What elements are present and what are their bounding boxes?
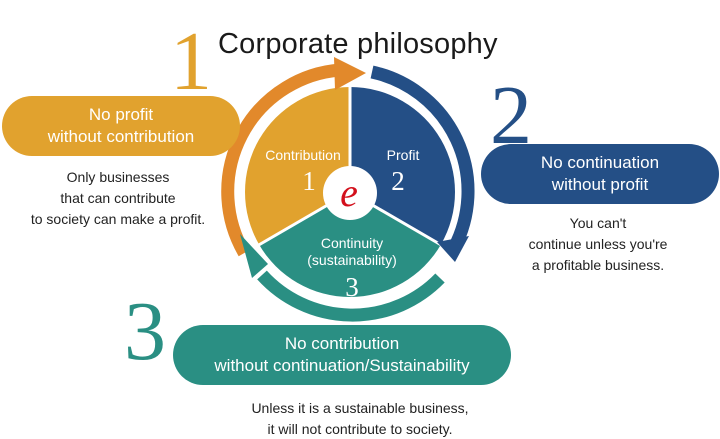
company-logo-icon: e <box>340 170 358 215</box>
segment-contribution <box>245 87 350 245</box>
logo-circle <box>323 166 377 220</box>
principle-2-heading-line2: without profit <box>551 175 649 194</box>
principle-2-description: You can't continue unless you're a profi… <box>480 213 716 276</box>
principle-1-desc-line3: to society can make a profit. <box>30 211 206 227</box>
principle-2-desc-line1: You can't <box>569 215 627 231</box>
arrow-contribution-to-profit <box>221 63 341 257</box>
principle-3-desc-line1: Unless it is a sustainable business, <box>251 400 469 416</box>
segment-label-sustainability: (sustainability) <box>307 252 396 268</box>
principle-2-desc-line2: continue unless you're <box>528 236 668 252</box>
arrowhead-teal-icon <box>240 234 268 278</box>
principle-pill-3: No contribution without continuation/Sus… <box>173 325 511 385</box>
segment-number-2: 2 <box>391 166 405 196</box>
principle-1-heading-line1: No profit <box>88 105 154 124</box>
arrow-continuity-to-contribution <box>257 270 445 322</box>
segment-profit <box>350 87 455 245</box>
principle-1-heading-line2: without contribution <box>47 127 195 146</box>
arrowhead-blue-icon <box>437 236 469 262</box>
principle-3-description: Unless it is a sustainable business, it … <box>200 398 520 439</box>
segment-label-continuity: Continuity <box>321 235 383 251</box>
segment-label-contribution: Contribution <box>265 147 341 163</box>
principle-1-description: Only businesses that can contribute to s… <box>0 167 236 230</box>
principle-pill-1: No profit without contribution <box>2 96 240 156</box>
principle-1-desc-line1: Only businesses <box>66 169 170 185</box>
principle-3-heading-line2: without continuation/Sustainability <box>214 356 470 375</box>
principle-pill-2: No continuation without profit <box>481 144 719 204</box>
principle-1-desc-line2: that can contribute <box>60 190 176 206</box>
arrowhead-orange-icon <box>334 57 366 90</box>
principle-number-1: 1 <box>170 15 212 108</box>
principle-2-desc-line3: a profitable business. <box>531 257 665 273</box>
segment-label-profit: Profit <box>387 147 420 163</box>
principle-3-heading-line1: No contribution <box>284 334 400 353</box>
segment-continuity <box>259 192 441 297</box>
principle-2-heading-line1: No continuation <box>540 153 660 172</box>
principle-3-desc-line2: it will not contribute to society. <box>267 421 453 437</box>
segment-number-1: 1 <box>302 166 316 196</box>
page-title: Corporate philosophy <box>218 28 498 60</box>
arrow-profit-to-continuity <box>370 65 475 252</box>
segment-number-3: 3 <box>345 272 359 302</box>
principle-number-2: 2 <box>490 69 532 162</box>
principle-number-3: 3 <box>124 285 166 378</box>
